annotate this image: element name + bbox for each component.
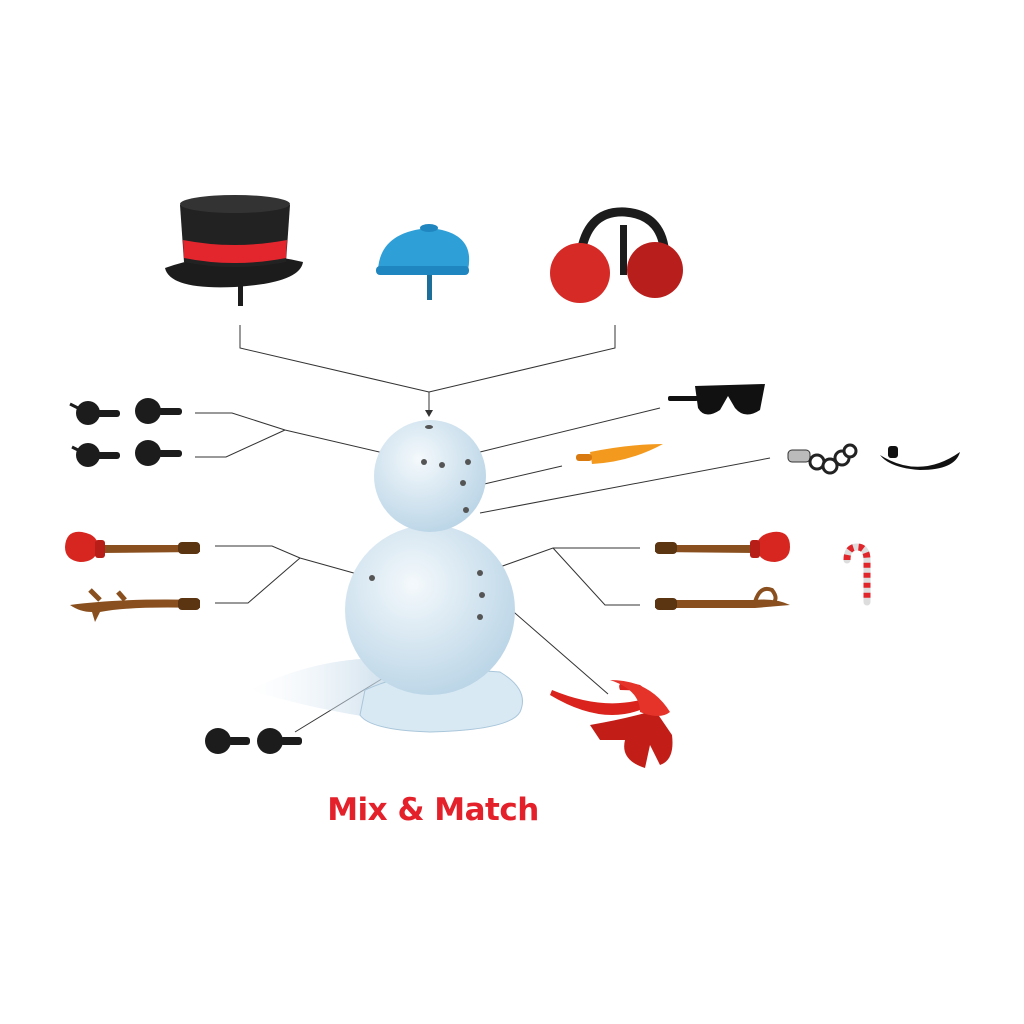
scarf-icon[interactable] bbox=[550, 680, 673, 768]
earmuffs-icon[interactable] bbox=[550, 207, 683, 303]
mitten-arm-right-icon[interactable] bbox=[655, 531, 790, 562]
sunglasses-icon[interactable] bbox=[668, 384, 765, 415]
beanie-icon[interactable] bbox=[376, 224, 470, 300]
candy-cane-icon[interactable] bbox=[843, 543, 871, 606]
stick-arm-right-icon[interactable] bbox=[655, 586, 790, 610]
eyes-icon[interactable] bbox=[69, 398, 182, 467]
mouth-pieces-icon[interactable] bbox=[787, 443, 858, 475]
mitten-arm-left-icon[interactable] bbox=[65, 531, 200, 562]
buttons-icon[interactable] bbox=[205, 728, 302, 754]
connector-lines bbox=[195, 325, 771, 733]
carrot-nose-icon[interactable] bbox=[576, 444, 663, 464]
smile-icon[interactable] bbox=[880, 446, 960, 470]
mix-and-match-title: Mix & Match bbox=[327, 792, 539, 828]
stick-arm-left-icon[interactable] bbox=[70, 588, 200, 622]
top-hat-icon[interactable] bbox=[165, 195, 303, 306]
snowman bbox=[250, 420, 523, 733]
